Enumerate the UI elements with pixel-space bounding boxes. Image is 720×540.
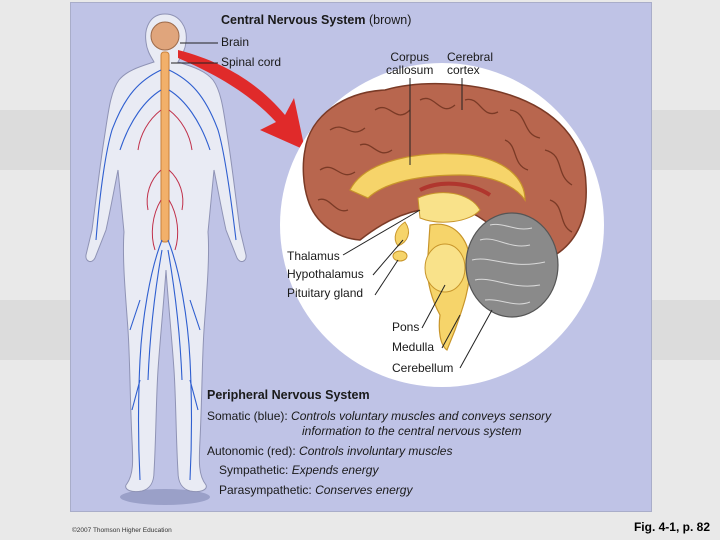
autonomic-label: Autonomic (red): [207,444,296,458]
autonomic-line: Autonomic (red): Controls involuntary mu… [207,445,452,458]
parasympathetic-description: Conserves energy [315,483,413,497]
parasympathetic-line: Parasympathetic: Conserves energy [219,484,412,497]
cortex-folds [317,97,573,233]
sympathetic-description: Expends energy [291,463,379,477]
ventricle-stripe [419,181,492,197]
thalamus [417,192,481,223]
cerebellum-label: Cerebellum [392,361,454,375]
somatic-label: Somatic (blue): [207,409,288,423]
pituitary-gland [392,250,408,262]
autonomic-nerves [137,109,193,251]
brain-in-head [150,21,180,51]
corpus-callosum [349,153,526,202]
cns-title-text: Central Nervous System [221,13,366,27]
sympathetic-label: Sympathetic: [219,463,289,477]
cerebral-cortex-label-line1: Cerebral [447,50,494,64]
figure-reference: Fig. 4-1, p. 82 [633,520,710,534]
pns-title: Peripheral Nervous System [207,388,370,402]
cerebellum [465,212,559,318]
somatic-line-1: Somatic (blue): Controls voluntary muscl… [207,410,551,423]
somatic-description-2: information to the central nervous syste… [302,424,522,438]
pons [424,243,466,293]
cns-title-color-note: (brown) [369,13,412,27]
somatic-description-1: Controls voluntary muscles and conveys s… [291,409,552,423]
figure-shadow [120,489,210,505]
autonomic-description: Controls involuntary muscles [299,444,453,458]
copyright-notice: ©2007 Thomson Higher Education [72,527,172,534]
corpus-callosum-label-line1: Corpus [390,50,430,64]
brain-label: Brain [221,35,250,49]
pituitary-gland-label: Pituitary gland [287,286,364,300]
cerebral-cortex-label-line2: cortex [447,63,480,77]
parasympathetic-label: Parasympathetic: [219,483,312,497]
corpus-callosum-label-line2: callosum [386,63,434,77]
human-figure [85,13,247,505]
brain-sagittal-view [302,82,587,351]
somatic-nerves [95,69,237,481]
hypothalamus-label: Hypothalamus [287,267,364,281]
pons-label: Pons [392,320,420,334]
sympathetic-line: Sympathetic: Expends energy [219,464,378,477]
cerebral-cortex-label: Cerebral cortex [447,51,493,77]
thalamus-label: Thalamus [287,249,340,263]
corpus-callosum-label: Corpus callosum [386,51,433,77]
spinal-cord [160,51,170,243]
cns-title: Central Nervous System (brown) [221,14,411,27]
spinal-cord-label: Spinal cord [221,55,282,69]
pointer-arrow [178,50,305,150]
medulla-label: Medulla [392,340,435,354]
brain-leader-lines [342,78,493,369]
